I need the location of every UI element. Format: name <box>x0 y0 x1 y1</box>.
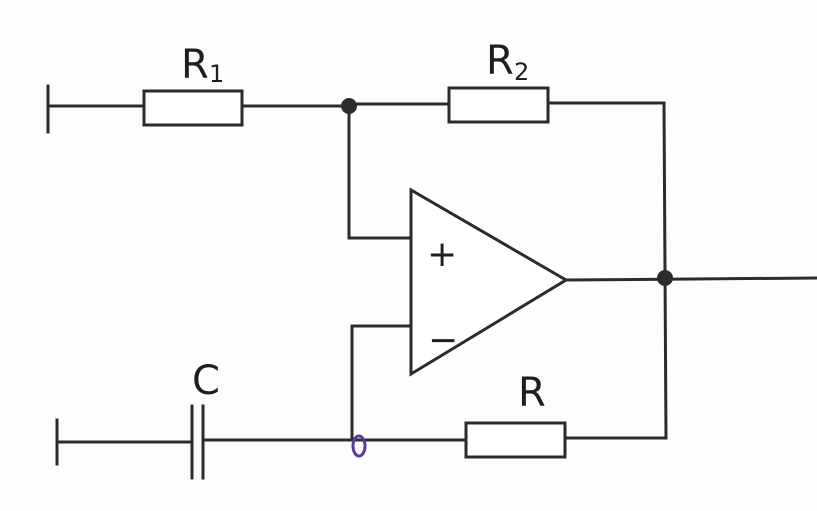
resistor-r1 <box>142 89 244 127</box>
label-c: C <box>192 358 220 404</box>
label-r1-subscript: 1 <box>209 60 224 88</box>
op-amp <box>409 187 569 377</box>
output-junction-dot <box>657 270 673 286</box>
label-r: R <box>518 370 546 416</box>
top-junction-dot <box>341 98 357 114</box>
label-r2: R <box>486 38 514 84</box>
label-plus: + <box>427 234 457 275</box>
resistor-r2 <box>447 86 550 124</box>
output-wire <box>564 276 817 282</box>
label-r2-subscript: 2 <box>514 58 529 86</box>
label-r1: R <box>181 42 209 88</box>
label-minus: − <box>428 320 458 361</box>
resistor-r <box>464 421 567 459</box>
handdrawn-junction-marker <box>351 434 367 458</box>
